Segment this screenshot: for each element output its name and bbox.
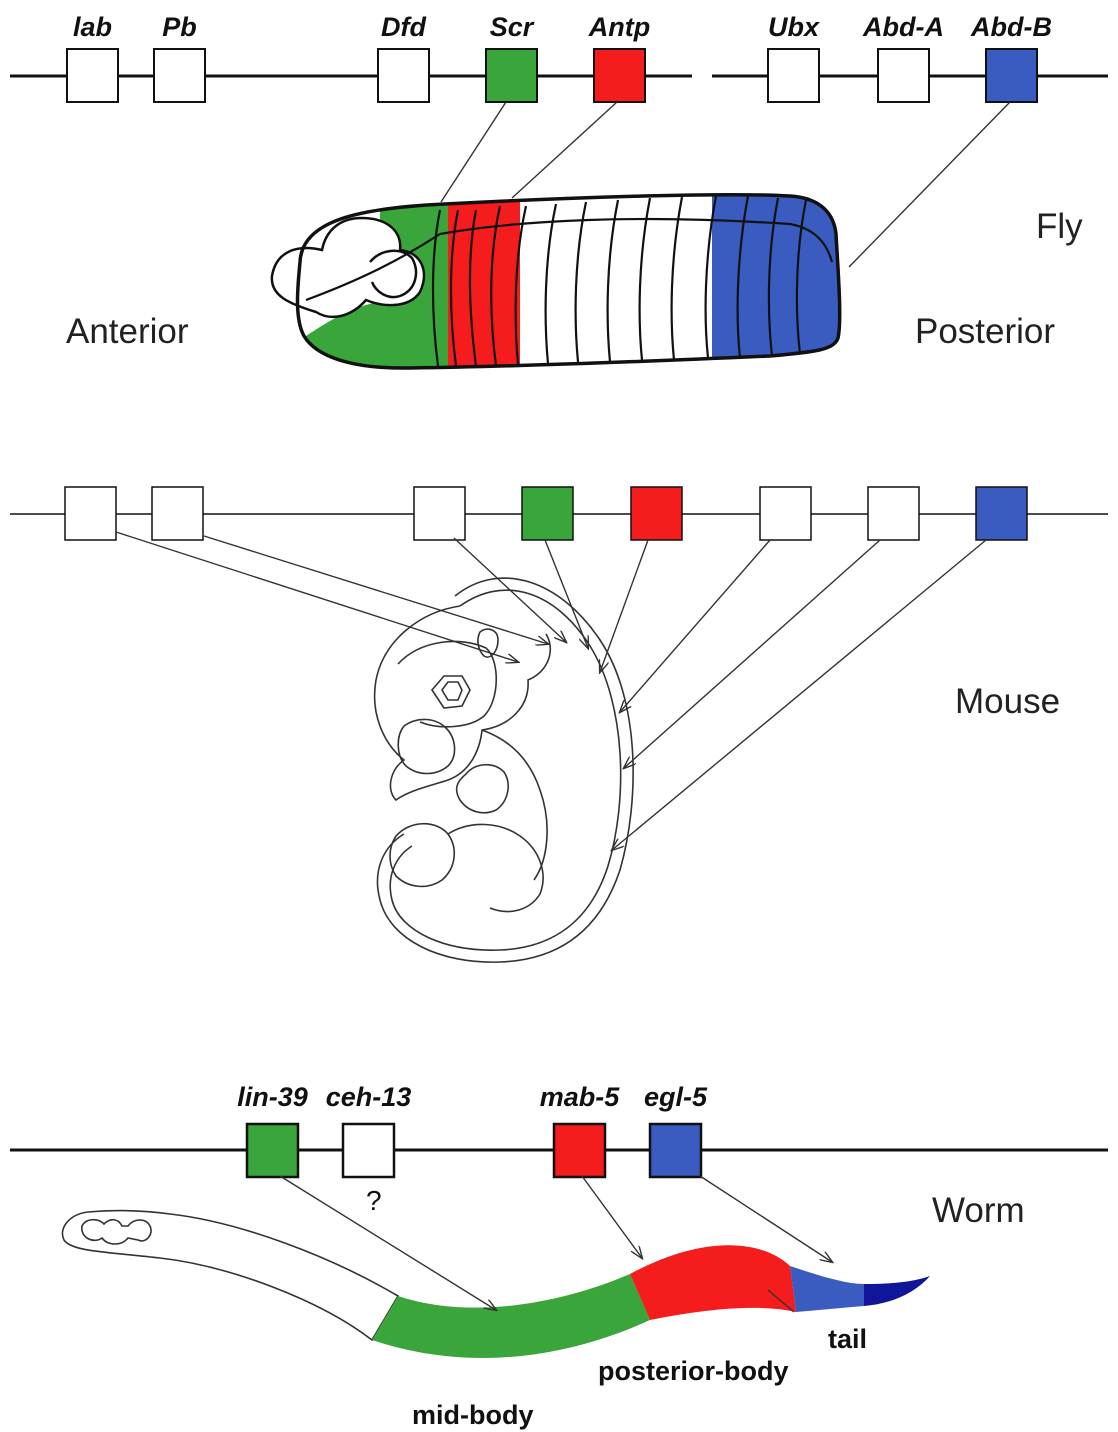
fly-red-band [448,190,520,380]
mouse-hindlimb [390,824,454,887]
mouse-forelimb [457,765,509,813]
mouse-arrow-6 [620,540,770,712]
worm-red-segment [630,1245,796,1320]
worm-posterior-body-label: posterior-body [598,1356,789,1386]
mouse-arrow-1 [116,532,518,662]
mouse-head [375,606,551,800]
worm-dark-blue-tip [864,1276,930,1306]
mouse-arrow-4 [545,540,588,648]
worm-mid-body-label: mid-body [412,1400,534,1430]
mouse-gene-box-gene-7 [868,487,919,540]
worm-gene-box-egl-5 [650,1124,701,1177]
mouse-species-label: Mouse [955,682,1060,721]
worm-green-segment [372,1274,650,1358]
mouse-embryo [375,578,634,962]
fly-scr-connector [441,102,506,202]
worm-tail-label: tail [828,1324,867,1354]
fly-antp-connector [512,102,617,198]
fly-gene-label-lab: lab [73,12,112,42]
mouse-arrows [116,532,986,850]
worm-gene-label-egl-5: egl-5 [644,1082,708,1112]
mouse-tail [448,824,543,911]
mouse-section: Mouse [10,487,1108,962]
fly-gene-label-pb: Pb [162,12,197,42]
fly-gene-box-scr [486,49,537,102]
mouse-gene-box-gene-5 [631,487,682,540]
mouse-eye-inner [442,682,462,700]
worm-gene-box-ceh-13 [343,1124,394,1177]
fly-gene-box-dfd [378,49,429,102]
mouse-gene-box-gene-8 [976,487,1027,540]
fly-gene-box-abd-b [986,49,1037,102]
worm-gene-label-ceh-13: ceh-13 [326,1082,412,1112]
worm-gene-cluster: lin-39 ceh-13 mab-5 egl-5 [237,1082,708,1177]
fly-gene-cluster: lab Pb Dfd Scr Antp Ubx Abd-A Abd-B [67,12,1052,102]
worm-gene-box-mab-5 [554,1124,605,1177]
fly-gene-box-lab [67,49,118,102]
fly-abdb-connector [849,102,1010,267]
worm-blue-segment [790,1266,864,1312]
mouse-gene-box-gene-4 [522,487,573,540]
fly-gene-box-antp [594,49,645,102]
fly-gene-box-ubx [768,49,819,102]
worm-body [62,1211,930,1358]
fly-embryo [272,190,852,380]
fly-gene-label-ubx: Ubx [768,12,820,42]
fly-gene-label-abd-b: Abd-B [970,12,1052,42]
worm-gene-label-lin-39: lin-39 [237,1082,308,1112]
worm-arrow-mab5 [582,1176,642,1258]
mouse-arrow-8 [612,540,986,850]
worm-section: lin-39 ceh-13 mab-5 egl-5 ? Worm mid-body p… [10,1082,1108,1430]
mouse-gene-box-gene-2 [152,487,203,540]
fly-gene-label-abd-a: Abd-A [862,12,944,42]
mouse-branchial [398,719,454,773]
fly-gene-box-pb [154,49,205,102]
mouse-body-inner [482,730,547,880]
worm-gene-box-lin-39 [247,1124,298,1177]
fly-gene-label-dfd: Dfd [381,12,426,42]
worm-unknown-marker: ? [366,1185,382,1216]
fly-gene-box-abd-a [878,49,929,102]
worm-species-label: Worm [932,1191,1025,1230]
fly-posterior-label: Posterior [915,312,1055,351]
worm-white-segment [62,1211,398,1340]
mouse-gene-box-gene-1 [65,487,116,540]
fly-species-label: Fly [1036,207,1083,246]
mouse-back-outer [377,578,633,962]
fly-gene-label-antp: Antp [588,12,650,42]
fly-section: lab Pb Dfd Scr Antp Ubx Abd-A Abd-B [10,12,1108,380]
mouse-eye-outer [432,676,470,708]
fly-gene-label-scr: Scr [490,12,535,42]
mouse-gene-box-gene-3 [414,487,465,540]
worm-gene-label-mab-5: mab-5 [540,1082,621,1112]
mouse-gene-box-gene-6 [760,487,811,540]
fly-anterior-label: Anterior [66,312,189,351]
